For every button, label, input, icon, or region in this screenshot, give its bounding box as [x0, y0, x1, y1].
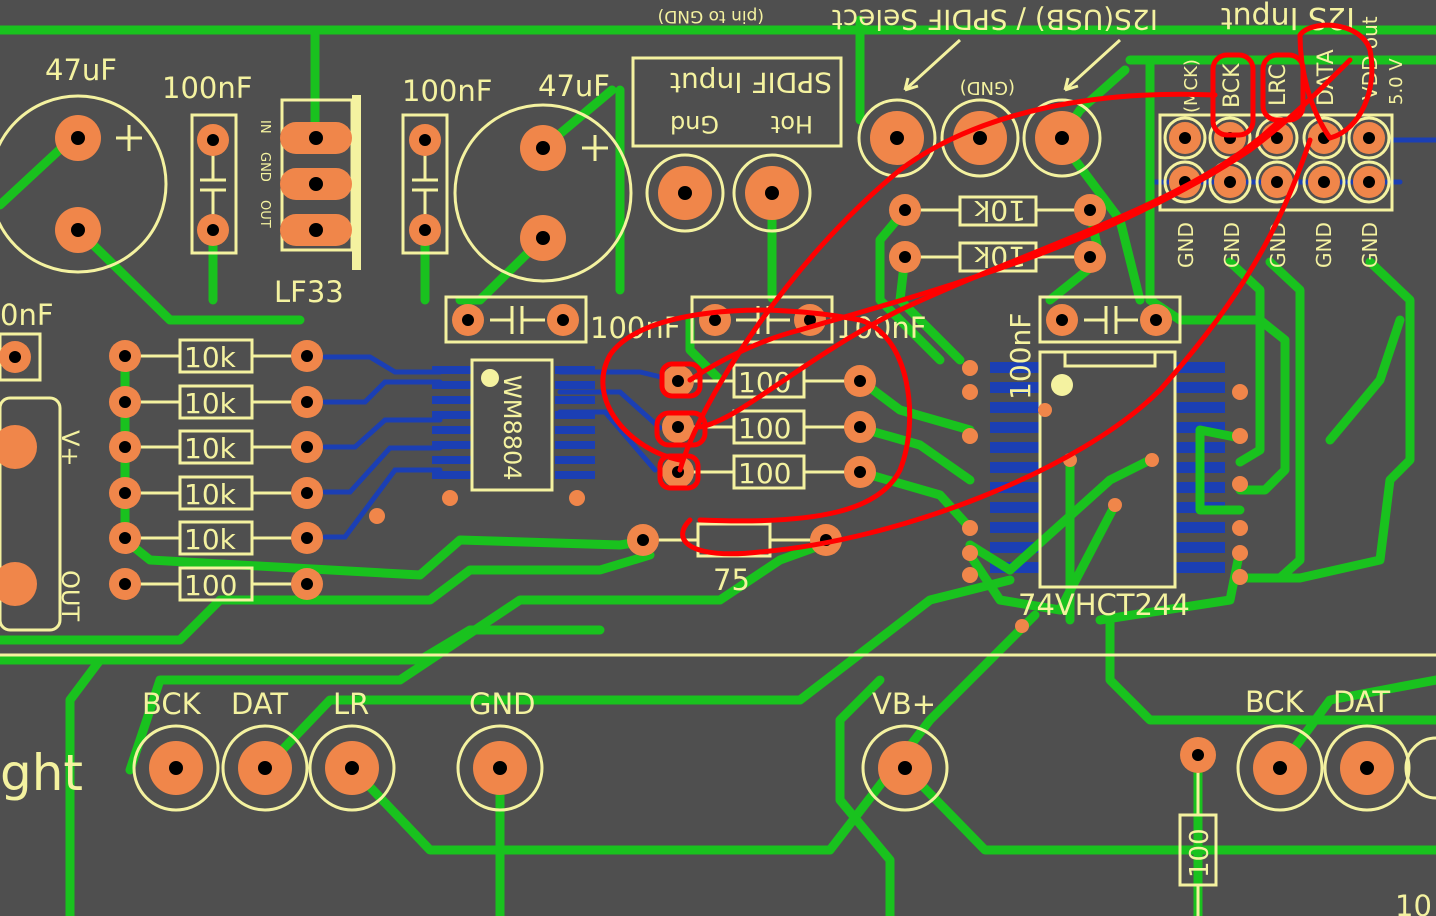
- cap-47uf-label: 47uF: [45, 53, 117, 87]
- res-10k-label: 10k: [973, 194, 1026, 227]
- spdif-hot-label: Hot: [771, 110, 813, 138]
- gnd-label: GND: [1174, 222, 1198, 268]
- partial-cap-label: 0nF: [0, 298, 54, 332]
- i2s-input-title: I2S Input: [1221, 0, 1355, 35]
- cap-100nf-label: 100nF: [1004, 313, 1037, 400]
- gnd-label: GND: [1312, 222, 1336, 268]
- select-note-label: (pin to GND): [658, 6, 764, 26]
- bus-gnd-label: GND: [469, 687, 536, 721]
- header-mck-label: (MCK): [1181, 59, 1202, 113]
- partial-10-label: 10: [1395, 889, 1432, 916]
- header-lrc-label: LRC: [1266, 64, 1291, 106]
- right-bck-label: BCK: [1245, 685, 1305, 719]
- res-100-label: 100: [1185, 828, 1215, 878]
- regulator-label: LF33: [274, 275, 344, 309]
- bus-lr-label: LR: [333, 687, 369, 721]
- red-annotation-marks: [600, 22, 1375, 557]
- buffer-ic-label: 74VHCT244: [1018, 588, 1190, 622]
- bus-bck-label: BCK: [142, 687, 202, 721]
- reg-in-label: IN: [257, 120, 272, 134]
- gnd-label: GND: [1266, 222, 1290, 268]
- reg-out-label: OUT: [257, 200, 272, 228]
- cap-100nf-label: 100nF: [162, 71, 252, 105]
- select-gnd-label: (GND): [960, 77, 1015, 98]
- partial-ght-label: ght: [0, 744, 83, 802]
- cap-100nf-label: 100nF: [590, 311, 680, 345]
- wm8804-label: WM8804: [498, 375, 526, 481]
- cap-100nf-label: 100nF: [402, 74, 492, 108]
- spdif-input-label: SPDIF Input: [670, 66, 832, 99]
- vb-plus-label: VB+: [872, 687, 936, 721]
- spdif-gnd-label: Gnd: [670, 110, 719, 138]
- res-10k-label: 10k: [184, 523, 237, 556]
- res-10k-label: 10k: [184, 387, 237, 420]
- header-bck-label: BCK: [1220, 63, 1245, 108]
- vplus-label: V+: [56, 430, 84, 467]
- bus-dat-label: DAT: [231, 687, 288, 721]
- wm8804-pads: [432, 366, 595, 479]
- res-75-label: 75: [713, 563, 750, 597]
- res-100-label: 100: [738, 412, 791, 445]
- gnd-label: GND: [1358, 222, 1382, 268]
- res-10k-label: 10k: [184, 478, 237, 511]
- right-dat-label: DAT: [1333, 685, 1390, 719]
- res-10k-label: 10k: [184, 432, 237, 465]
- through-hole-pads: [0, 111, 1394, 795]
- res-100-label: 100: [184, 569, 237, 602]
- reg-gnd-label: GND: [257, 152, 272, 182]
- cap-47uf-label: 47uF: [538, 69, 610, 103]
- res-100-label: 100: [738, 457, 791, 490]
- res-10k-label: 10k: [184, 341, 237, 374]
- out-label: OUT: [56, 570, 84, 621]
- header-5v-label: 5.0 V: [1386, 58, 1407, 105]
- gnd-label: GND: [1220, 222, 1244, 268]
- select-header-label: I2S(USB) / SPDIF Select: [832, 3, 1158, 36]
